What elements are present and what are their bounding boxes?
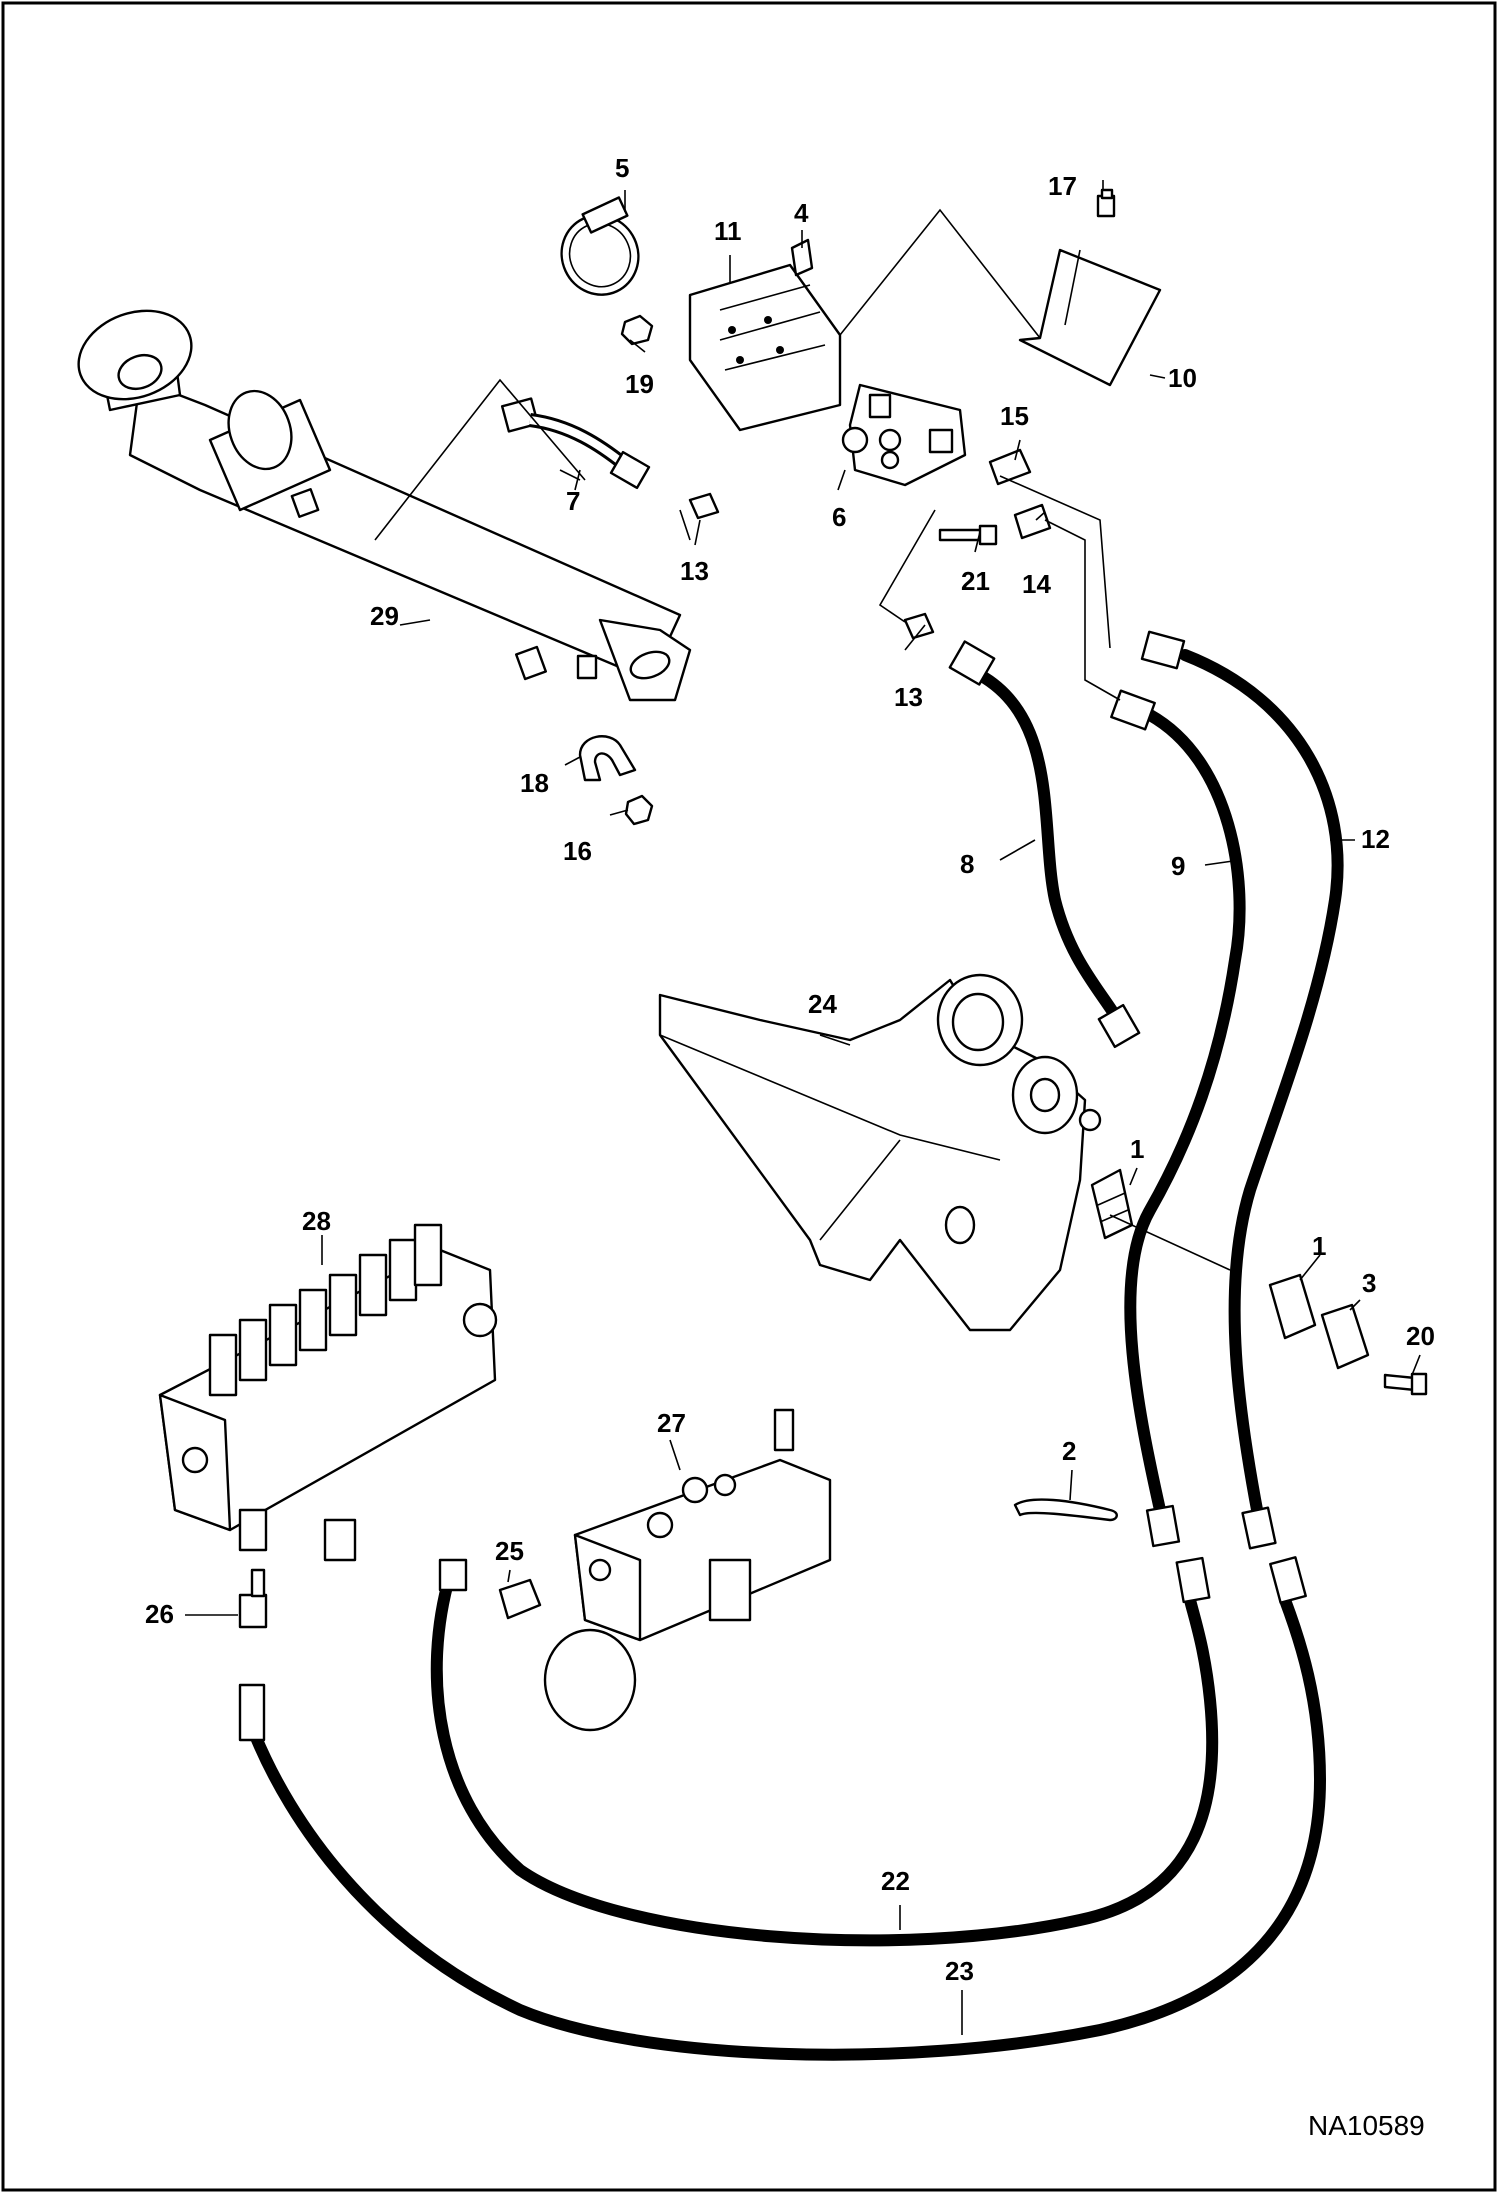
hose-9 bbox=[1110, 689, 1246, 1548]
straight-fitting-15 bbox=[988, 448, 1032, 486]
callout-15: 15 bbox=[1000, 401, 1029, 431]
tee-fitting-25 bbox=[498, 1578, 542, 1620]
bolt-21 bbox=[938, 524, 998, 546]
callout-22: 22 bbox=[881, 1866, 910, 1896]
callout-10: 10 bbox=[1168, 363, 1197, 393]
auxiliary-valve bbox=[543, 1408, 832, 1732]
callout-2: 2 bbox=[1062, 1436, 1076, 1466]
callout-13b: 13 bbox=[894, 682, 923, 712]
callout-11: 11 bbox=[714, 216, 742, 246]
callout-1b: 1 bbox=[1312, 1231, 1326, 1261]
figure-id: NA10589 bbox=[1308, 2110, 1425, 2141]
callout-24: 24 bbox=[808, 989, 837, 1019]
hose-12 bbox=[1140, 630, 1344, 1550]
tube-clip bbox=[578, 735, 637, 782]
callout-12: 12 bbox=[1361, 824, 1390, 854]
callout-7: 7 bbox=[566, 486, 580, 516]
callout-27: 27 bbox=[657, 1408, 686, 1438]
callout-21: 21 bbox=[961, 566, 990, 596]
callout-3: 3 bbox=[1362, 1268, 1376, 1298]
callout-4: 4 bbox=[794, 198, 809, 228]
callout-6: 6 bbox=[832, 502, 846, 532]
attachment-clamp bbox=[1090, 1168, 1134, 1240]
elbow-fitting-26 bbox=[238, 1568, 268, 1629]
tube-assembly bbox=[500, 397, 651, 490]
elbow-fitting-14 bbox=[1013, 503, 1052, 540]
callout-8: 8 bbox=[960, 849, 974, 879]
callout-13a: 13 bbox=[680, 556, 709, 586]
cover-plate bbox=[1018, 248, 1162, 387]
hose-clamp bbox=[560, 196, 640, 296]
callout-29: 29 bbox=[370, 601, 399, 631]
boom bbox=[658, 973, 1102, 1332]
callout-28: 28 bbox=[302, 1206, 331, 1236]
callout-23: 23 bbox=[945, 1956, 974, 1986]
hose-22 bbox=[430, 1556, 1219, 1947]
bolt-16 bbox=[624, 794, 654, 826]
callout-17: 17 bbox=[1048, 171, 1077, 201]
callout-1a: 1 bbox=[1130, 1134, 1144, 1164]
bolt-20 bbox=[1383, 1372, 1428, 1396]
callout-16: 16 bbox=[563, 836, 592, 866]
cable-tie bbox=[1013, 1498, 1118, 1522]
callout-18: 18 bbox=[520, 768, 549, 798]
adapter-fitting bbox=[688, 492, 935, 640]
callout-26: 26 bbox=[145, 1599, 174, 1629]
callout-19: 19 bbox=[625, 369, 654, 399]
hose-8 bbox=[948, 640, 1141, 1049]
callout-14: 14 bbox=[1022, 569, 1051, 599]
support-bracket bbox=[688, 263, 842, 432]
bolt-17 bbox=[1096, 188, 1116, 218]
callout-20: 20 bbox=[1406, 1321, 1435, 1351]
valve-block bbox=[841, 383, 967, 487]
callout-5: 5 bbox=[615, 153, 629, 183]
leader-lines bbox=[185, 180, 1421, 2035]
hose-23 bbox=[238, 1556, 1327, 2061]
clamp-plate bbox=[1320, 1303, 1370, 1370]
callout-9: 9 bbox=[1171, 851, 1185, 881]
nut bbox=[620, 314, 654, 346]
control-valve bbox=[158, 1223, 498, 1562]
hydraulic-cylinder bbox=[77, 309, 692, 702]
callouts: 5 4 11 19 17 10 15 6 21 14 7 13 13 29 18… bbox=[145, 153, 1435, 1986]
callout-25: 25 bbox=[495, 1536, 524, 1566]
mounting-bracket bbox=[1268, 1273, 1317, 1340]
